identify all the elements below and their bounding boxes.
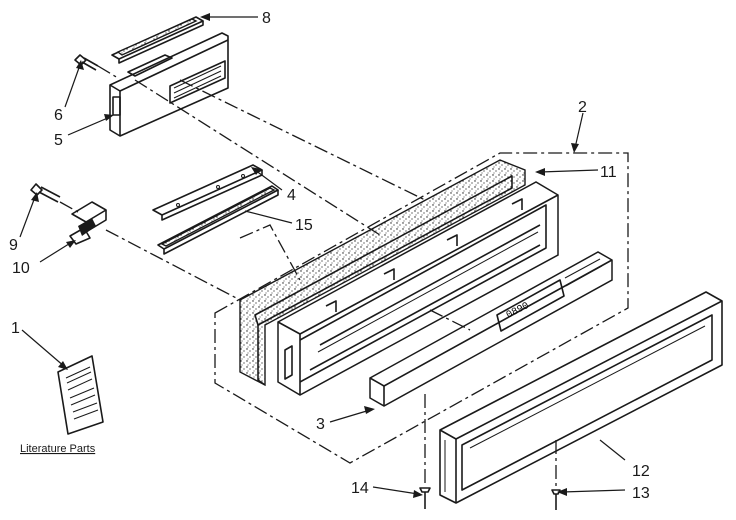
- callout-15: 15: [295, 217, 313, 234]
- callout-1: 1: [11, 320, 20, 337]
- callout-8: 8: [262, 10, 271, 27]
- callout-14: 14: [351, 480, 369, 497]
- part-11-insulation: [239, 159, 526, 387]
- callout-13: 13: [632, 485, 650, 502]
- callout-11: 11: [600, 164, 617, 181]
- part-4-plate: [152, 164, 263, 221]
- callout-2: 2: [578, 99, 587, 116]
- part-3-console: 0890: [369, 251, 613, 407]
- part-14-screw: [419, 487, 431, 509]
- part-8-strip: [111, 16, 204, 64]
- part-9-screw: [30, 183, 61, 203]
- leader-lines: [19, 13, 626, 498]
- callout-6: 6: [54, 107, 63, 124]
- literature-parts-label: Literature Parts: [20, 443, 96, 455]
- callout-4: 4: [287, 187, 296, 204]
- part-5-housing: [109, 32, 229, 137]
- callout-3: 3: [316, 416, 325, 433]
- callout-9: 9: [9, 237, 18, 254]
- part-13-screw: [551, 489, 561, 510]
- inner-panel: [277, 181, 559, 396]
- callout-10: 10: [12, 260, 30, 277]
- callout-labels: 8 6 5 2 11 4 15 9 10 1 3 12 13 14: [9, 10, 650, 502]
- assembly-lines: [59, 65, 557, 488]
- callout-5: 5: [54, 132, 63, 149]
- part-12-outer-frame: [439, 291, 723, 504]
- part-10-switch: [69, 201, 107, 245]
- part-1-literature: [57, 355, 104, 435]
- part-15-strip: [157, 185, 279, 255]
- callout-12: 12: [632, 463, 650, 480]
- assembly-boundary: [214, 152, 629, 464]
